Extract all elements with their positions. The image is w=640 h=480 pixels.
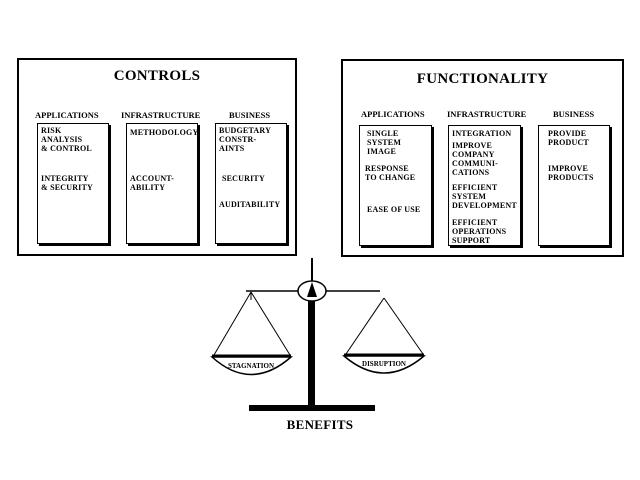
improve-products: IMPROVE PRODUCTS — [548, 164, 594, 182]
integration: INTEGRATION — [452, 129, 512, 138]
controls-applications-header: APPLICATIONS — [35, 110, 99, 120]
integrity-security: INTEGRITY & SECURITY — [41, 174, 94, 192]
functionality-applications-header: APPLICATIONS — [361, 109, 425, 119]
controls-panel: CONTROLS APPLICATIONS INFRASTRUCTURE BUS… — [17, 58, 297, 256]
efficient-system-development: EFFICIENT SYSTEM DEVELOPMENT — [452, 183, 517, 210]
controls-business-box: BUDGETARY CONSTR- AINTS SECURITY AUDITAB… — [215, 123, 287, 244]
functionality-title: FUNCTIONALITY — [416, 71, 549, 87]
controls-infrastructure-header: INFRASTRUCTURE — [121, 110, 201, 120]
functionality-business-header: BUSINESS — [553, 109, 595, 119]
ease-of-use: EASE OF USE — [367, 205, 421, 214]
response-to-change: RESPONSE TO CHANGE — [365, 164, 416, 182]
efficient-operations-support: EFFICIENT OPERATIONS SUPPORT — [452, 218, 507, 245]
scale-base — [249, 405, 375, 411]
scale-post — [308, 301, 315, 409]
functionality-infrastructure-header: INFRASTRUCTURE — [447, 109, 527, 119]
pivot-arrow-icon — [307, 282, 317, 297]
controls-infrastructure-box: METHODOLOGY ACCOUNT- ABILITY — [126, 123, 198, 244]
functionality-applications-box: SINGLE SYSTEM IMAGE RESPONSE TO CHANGE E… — [359, 125, 432, 246]
security: SECURITY — [222, 174, 265, 183]
functionality-infrastructure-box: INTEGRATION IMPROVE COMPANY COMMUNI- CAT… — [448, 125, 521, 246]
methodology: METHODOLOGY — [130, 128, 199, 137]
left-pan — [210, 291, 293, 376]
benefits-label: BENEFITS — [286, 417, 354, 432]
functionality-business-box: PROVIDE PRODUCT IMPROVE PRODUCTS — [538, 125, 610, 246]
auditability: AUDITABILITY — [219, 200, 281, 209]
accountability: ACCOUNT- ABILITY — [130, 174, 174, 192]
controls-applications-box: RISK ANALYSIS & CONTROL INTEGRITY & SECU… — [37, 123, 109, 244]
controls-title: CONTROLS — [113, 68, 201, 84]
budgetary-constraints: BUDGETARY CONSTR- AINTS — [219, 126, 272, 153]
improve-company-communications: IMPROVE COMPANY COMMUNI- CATIONS — [452, 141, 499, 177]
risk-analysis-control: RISK ANALYSIS & CONTROL — [41, 126, 92, 153]
left-pan-label: STAGNATION — [228, 362, 274, 370]
provide-product: PROVIDE PRODUCT — [548, 129, 589, 147]
right-pan — [341, 297, 427, 374]
single-system-image: SINGLE SYSTEM IMAGE — [367, 129, 402, 156]
functionality-panel: FUNCTIONALITY APPLICATIONS INFRASTRUCTUR… — [341, 59, 624, 257]
right-pan-label: DISRUPTION — [362, 360, 406, 368]
controls-business-header: BUSINESS — [229, 110, 271, 120]
